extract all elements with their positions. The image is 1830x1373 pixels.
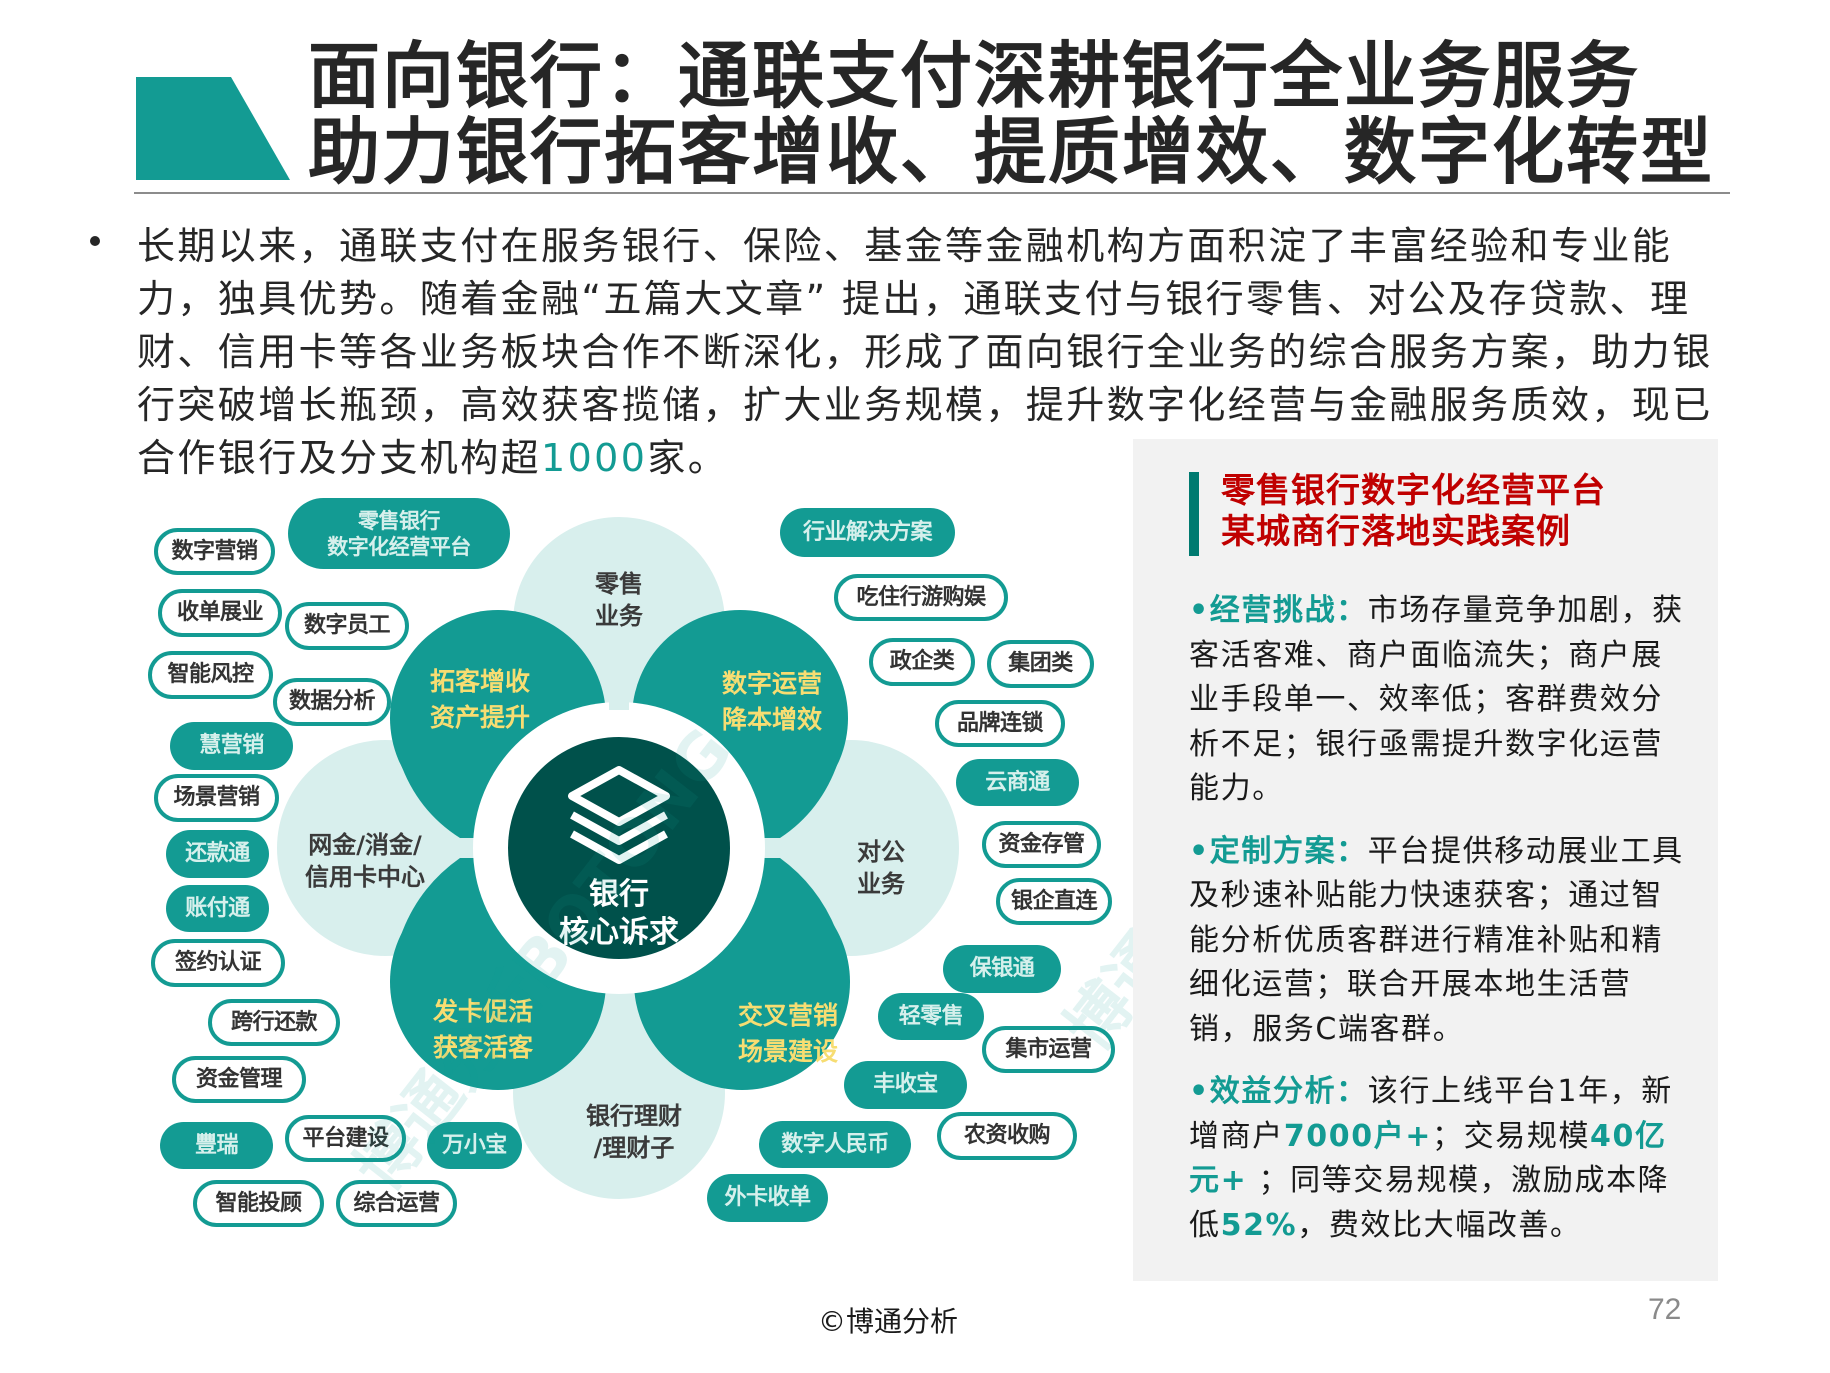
section-solution: •定制方案：平台提供移动展业工具及秒速补贴能力快速获客；通过智能分析优质客群进行… <box>1189 830 1689 1053</box>
diagram-shapes <box>277 517 959 1199</box>
label-line: 对公 <box>857 838 905 866</box>
section-lead: •效益分析： <box>1189 1074 1368 1109</box>
panel-body: •经营挑战：市场存量竞争加剧，获客活客难、商户面临流失；商户展业手段单一、效率低… <box>1189 589 1689 1266</box>
intro-text-end: 家。 <box>647 436 729 480</box>
pill-interbank-repay[interactable]: 跨行还款 <box>208 999 340 1046</box>
label-line: 发卡促活 <box>432 997 533 1026</box>
panel-title-line-2: 某城商行落地实践案例 <box>1221 512 1571 552</box>
petal-label-card-activation: 发卡促活 获客活客 <box>423 994 543 1066</box>
petal-label-cross-marketing: 交叉营销 场景建设 <box>728 998 848 1070</box>
pill-fengrui[interactable]: 豐瑞 <box>160 1122 273 1169</box>
page-number: 72 <box>1648 1293 1682 1326</box>
pill-industry-solutions[interactable]: 行业解决方案 <box>780 508 955 557</box>
label-line: 业务 <box>857 870 905 898</box>
section-lead: •定制方案： <box>1189 833 1368 869</box>
pill-platform-build[interactable]: 平台建设 <box>285 1115 406 1162</box>
pill-foreign-card[interactable]: 外卡收单 <box>707 1174 828 1222</box>
pill-cloud-commerce[interactable]: 云商通 <box>956 759 1079 806</box>
pill-brand-chain[interactable]: 品牌连锁 <box>935 700 1065 747</box>
label-line: 核心诉求 <box>559 915 679 950</box>
label-line: /理财子 <box>593 1134 675 1162</box>
label-line: 资产提升 <box>429 703 530 732</box>
circle-label-retail: 零售 业务 <box>569 568 669 632</box>
pill-lifestyle[interactable]: 吃住行游购娱 <box>834 574 1008 621</box>
layers-stack-icon <box>568 766 670 864</box>
intro-paragraph: 长期以来，通联支付在服务银行、保险、基金等金融机构方面积淀了丰富经验和专业能力，… <box>137 220 1727 485</box>
pill-data-analysis[interactable]: 数据分析 <box>273 678 391 726</box>
pill-digital-marketing[interactable]: 数字营销 <box>154 528 275 575</box>
pill-digital-staff[interactable]: 数字员工 <box>285 602 409 650</box>
section-text: ；同等交易规模，激励成本降低 <box>1189 1163 1670 1243</box>
circle-label-wealth: 银行理财 /理财子 <box>569 1100 699 1164</box>
intro-text: 长期以来，通联支付在服务银行、保险、基金等金融机构方面积淀了丰富经验和专业能力，… <box>137 224 1713 480</box>
pill-agri-purchase[interactable]: 农资收购 <box>937 1112 1077 1160</box>
petal-label-acquisition: 拓客增收 资产提升 <box>420 664 540 736</box>
title-line-1: 面向银行：通联支付深耕银行全业务服务 <box>308 34 1641 118</box>
pill-group[interactable]: 集团类 <box>987 640 1094 688</box>
metric-cost-reduction: 52% <box>1220 1207 1298 1243</box>
circle-label-corporate: 对公 业务 <box>831 836 931 900</box>
pill-retail-platform[interactable]: 零售银行 数字化经营平台 <box>288 498 510 569</box>
label-line: 网金/消金/ <box>308 831 422 859</box>
core-circle <box>508 737 730 959</box>
panel-title: 零售银行数字化经营平台 某城商行落地实践案例 <box>1221 471 1606 553</box>
label-line: 降本增效 <box>721 705 822 734</box>
panel-accent-bar <box>1189 472 1199 556</box>
bullet-icon <box>90 236 100 246</box>
pill-fengshoubao[interactable]: 丰收宝 <box>844 1061 967 1109</box>
pill-gov-enterprise[interactable]: 政企类 <box>869 638 975 686</box>
label-line: 交叉营销 <box>737 1001 838 1030</box>
pill-fund-management[interactable]: 资金管理 <box>172 1056 306 1103</box>
section-text: ，费效比大幅改善。 <box>1297 1207 1582 1243</box>
section-text: 平台提供移动展业工具及秒速补贴能力快速获客；通过智能分析优质客群进行精准补贴和精… <box>1189 833 1684 1047</box>
core-label: 银行 核心诉求 <box>549 876 689 952</box>
label-line: 信用卡中心 <box>305 863 425 891</box>
label-line: 零售 <box>595 570 643 598</box>
pill-wanxiaobao[interactable]: 万小宝 <box>427 1122 522 1169</box>
pill-repayment[interactable]: 还款通 <box>166 830 269 878</box>
pill-bank-enterprise-link[interactable]: 银企直连 <box>996 878 1112 925</box>
section-challenge: •经营挑战：市场存量竞争加剧，获客活客难、商户面临流失；商户展业手段单一、效率低… <box>1189 589 1689 812</box>
pill-integrated-ops[interactable]: 综合运营 <box>336 1180 457 1227</box>
pill-robo-advisor[interactable]: 智能投顾 <box>193 1180 324 1227</box>
panel-title-line-1: 零售银行数字化经营平台 <box>1221 471 1606 511</box>
metric-merchants: 7000户+ <box>1283 1118 1433 1154</box>
title-divider <box>134 192 1730 194</box>
section-lead: •经营挑战： <box>1189 593 1368 628</box>
pill-account-pay[interactable]: 账付通 <box>166 885 269 932</box>
page-title: 面向银行：通联支付深耕银行全业务服务 助力银行拓客增收、提质增效、数字化转型 <box>308 38 1714 190</box>
intro-highlight-number: 1000 <box>541 436 648 480</box>
section-text: ；交易规模 <box>1432 1118 1591 1154</box>
case-study-panel: 零售银行数字化经营平台 某城商行落地实践案例 •经营挑战：市场存量竞争加剧，获客… <box>1133 439 1718 1281</box>
title-accent-shape <box>136 77 290 180</box>
title-line-2: 助力银行拓客增收、提质增效、数字化转型 <box>308 110 1715 194</box>
pill-baoyintong[interactable]: 保银通 <box>943 945 1061 993</box>
pill-fund-custody[interactable]: 资金存管 <box>982 821 1101 868</box>
label-line: 银行 <box>589 877 649 912</box>
pill-contract-auth[interactable]: 签约认证 <box>151 939 285 987</box>
section-text: 市场存量竞争加剧，获客活客难、商户面临流失；商户展业手段单一、效率低；客群费效分… <box>1189 593 1684 806</box>
pill-risk-control[interactable]: 智能风控 <box>148 651 273 699</box>
label-line: 场景建设 <box>737 1037 838 1066</box>
circle-label-online-finance: 网金/消金/ 信用卡中心 <box>295 829 435 893</box>
metric-volume: 40亿元+ <box>1189 1118 1667 1199</box>
label-line: 拓客增收 <box>429 667 530 696</box>
pill-hui-marketing[interactable]: 慧营销 <box>170 722 293 770</box>
label-line: 业务 <box>595 602 643 630</box>
pill-market-ops[interactable]: 集市运营 <box>982 1026 1115 1073</box>
petal-label-digital-ops: 数字运营 降本增效 <box>712 666 832 738</box>
section-benefit: •效益分析：该行上线平台1年，新增商户7000户+；交易规模40亿元+ ；同等交… <box>1189 1070 1689 1248</box>
pill-digital-rmb[interactable]: 数字人民币 <box>759 1121 911 1168</box>
label-line: 银行理财 <box>586 1102 682 1130</box>
label-line: 获客活客 <box>432 1033 533 1062</box>
pill-acquiring[interactable]: 收单展业 <box>158 589 282 637</box>
section-text: 该行上线平台1年，新增商户 <box>1189 1074 1673 1154</box>
pill-light-retail[interactable]: 轻零售 <box>878 993 984 1040</box>
footer-copyright: ©博通分析 <box>818 1305 959 1338</box>
pill-scene-marketing[interactable]: 场景营销 <box>154 774 279 822</box>
label-line: 数字运营 <box>721 669 822 698</box>
bank-needs-diagram: 零售 业务 网金/消金/ 信用卡中心 对公 业务 银行理财 /理财子 拓客增收 … <box>148 498 1115 1227</box>
